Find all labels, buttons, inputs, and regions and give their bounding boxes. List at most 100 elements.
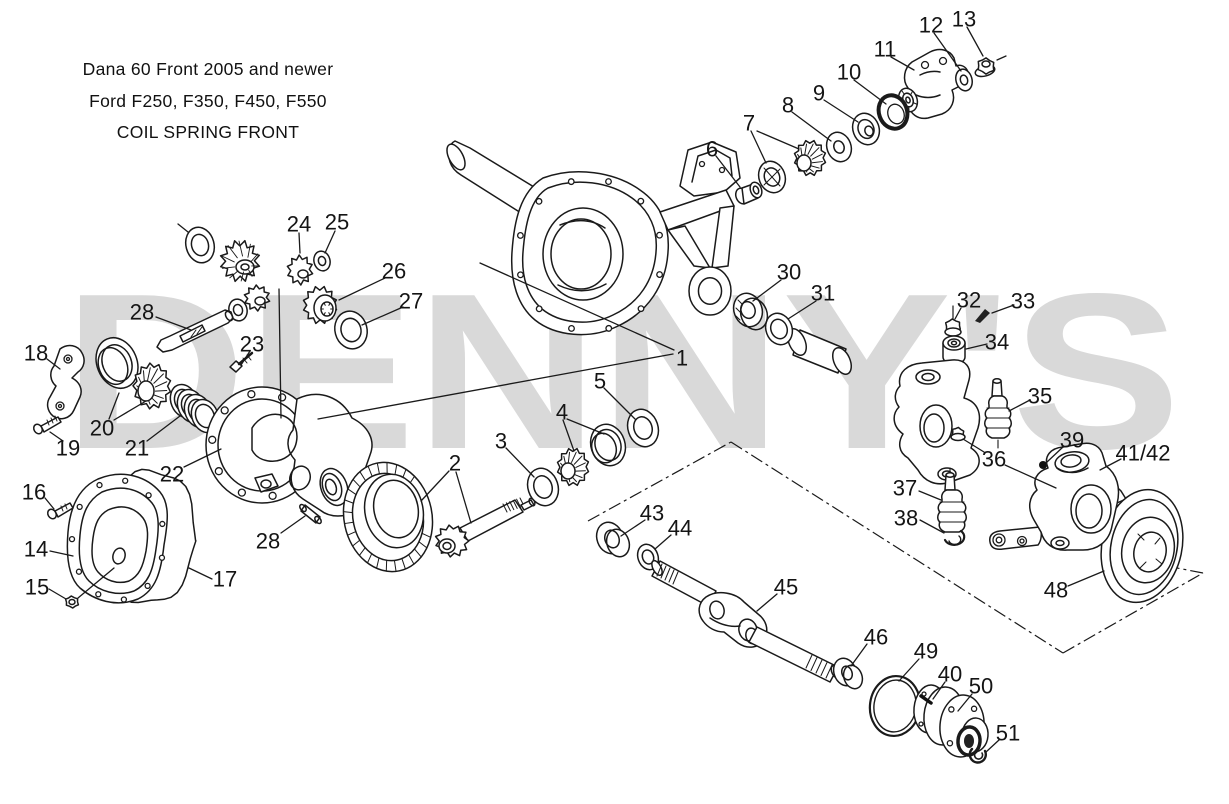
callout-label-50: 50: [969, 674, 993, 699]
callout-6: 6: [706, 137, 741, 188]
callout-label-45: 45: [774, 575, 798, 600]
callout-label-23: 23: [240, 332, 264, 357]
callout-49: 49: [898, 639, 938, 682]
callout-label-19: 19: [56, 436, 80, 461]
callout-50: 50: [957, 674, 993, 712]
callout-label-51: 51: [996, 721, 1020, 746]
title-line-3: COIL SPRING FRONT: [116, 122, 300, 142]
callout-48: 48: [1044, 570, 1105, 603]
callout-label-32: 32: [957, 288, 981, 313]
callout-label-40: 40: [938, 662, 962, 687]
title-line-1: Dana 60 Front 2005 and newer: [82, 59, 334, 79]
callout-24: 24: [278, 212, 311, 419]
callout-label-22: 22: [160, 462, 184, 487]
callout-33: 33: [991, 289, 1035, 314]
callout-43: 43: [620, 501, 664, 537]
callout-label-15: 15: [25, 575, 49, 600]
callout-28: 28: [256, 515, 306, 554]
callout-7: 7: [743, 111, 800, 164]
callout-label-41/42: 41/42: [1115, 441, 1170, 466]
callout-label-36: 36: [982, 447, 1006, 472]
callout-label-1: 1: [676, 346, 688, 371]
callout-label-17: 17: [213, 567, 237, 592]
callout-label-8: 8: [782, 93, 794, 118]
callout-32: 32: [954, 288, 981, 320]
callout-label-10: 10: [837, 60, 861, 85]
callout-23: 23: [240, 332, 264, 366]
callout-label-27: 27: [399, 289, 423, 314]
callout-38: 38: [894, 506, 945, 534]
callout-44: 44: [654, 516, 692, 550]
callout-label-6: 6: [706, 137, 718, 162]
callout-label-9: 9: [813, 81, 825, 106]
callout-9: 9: [813, 81, 859, 123]
callout-10: 10: [837, 60, 887, 105]
callout-label-46: 46: [864, 625, 888, 650]
callout-22: 22: [160, 448, 222, 487]
callout-30: 30: [752, 260, 801, 302]
callout-label-24: 24: [287, 212, 311, 237]
callout-12: 12: [919, 13, 962, 72]
callout-15: 15: [25, 567, 115, 600]
callout-27: 27: [361, 289, 423, 326]
callout-label-12: 12: [919, 13, 943, 38]
callout-20: 20: [90, 392, 147, 441]
callout-label-34: 34: [985, 330, 1009, 355]
callout-3: 3: [495, 429, 535, 478]
callout-34: 34: [965, 330, 1009, 355]
callout-label-30: 30: [777, 260, 801, 285]
callout-label-3: 3: [495, 429, 507, 454]
callout-28: 28: [130, 300, 192, 331]
callout-1: 1: [317, 262, 688, 420]
callout-label-20: 20: [90, 416, 114, 441]
callout-label-16: 16: [22, 480, 46, 505]
callout-4: 4: [556, 400, 605, 452]
callout-label-5: 5: [594, 369, 606, 394]
callout-label-7: 7: [743, 111, 755, 136]
callout-label-37: 37: [893, 476, 917, 501]
callout-35: 35: [1008, 384, 1052, 412]
callout-label-14: 14: [24, 537, 48, 562]
callout-label-44: 44: [668, 516, 692, 541]
diagram-linework: [32, 48, 1204, 764]
callout-21: 21: [125, 415, 181, 461]
callout-19: 19: [49, 431, 80, 461]
callout-label-28: 28: [130, 300, 154, 325]
callout-11: 11: [874, 37, 915, 71]
callout-label-35: 35: [1028, 384, 1052, 409]
callout-label-38: 38: [894, 506, 918, 531]
callout-39: 39: [1046, 428, 1084, 463]
callout-40: 40: [932, 662, 962, 700]
callout-36: 36: [962, 438, 1057, 489]
callout-label-2: 2: [449, 451, 461, 476]
callout-31: 31: [787, 281, 835, 320]
callout-16: 16: [22, 480, 55, 510]
callout-46: 46: [850, 625, 888, 667]
callout-label-25: 25: [325, 210, 349, 235]
title-line-2: Ford F250, F350, F450, F550: [89, 90, 327, 111]
callout-label-28: 28: [256, 529, 280, 554]
callout-13: 13: [952, 7, 984, 57]
callout-41/42: 41/42: [1099, 441, 1171, 471]
callout-26: 26: [338, 259, 406, 301]
callout-14: 14: [24, 537, 74, 562]
callout-label-49: 49: [914, 639, 938, 664]
callout-5: 5: [594, 369, 636, 420]
callout-label-13: 13: [952, 7, 976, 32]
callout-51: 51: [985, 721, 1020, 753]
callout-label-48: 48: [1044, 578, 1068, 603]
callout-18: 18: [24, 341, 61, 370]
callout-label-39: 39: [1060, 428, 1084, 453]
callout-25: 25: [324, 210, 349, 254]
callout-label-43: 43: [640, 501, 664, 526]
title-block: Dana 60 Front 2005 and newer Ford F250, …: [40, 54, 376, 149]
callout-8: 8: [782, 93, 832, 142]
callout-17: 17: [188, 567, 237, 592]
callout-label-31: 31: [811, 281, 835, 306]
callout-37: 37: [893, 476, 942, 501]
callout-2: 2: [420, 451, 472, 524]
callout-label-26: 26: [382, 259, 406, 284]
